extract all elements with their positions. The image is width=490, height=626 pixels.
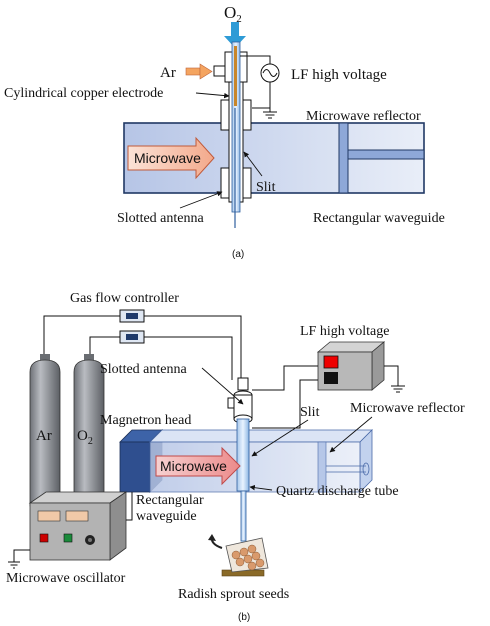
microwave-arrow-a bbox=[127, 136, 215, 180]
ar-inlet-arrow bbox=[185, 63, 213, 80]
quartz-tube-label: Quartz discharge tube bbox=[276, 484, 399, 499]
lf-high-voltage-source-a bbox=[240, 55, 280, 119]
gas-lines bbox=[43, 315, 242, 380]
antenna-label-a: Slotted antenna bbox=[117, 211, 204, 226]
microwave-reflector-a bbox=[338, 122, 425, 194]
reflector-label-b: Microwave reflector bbox=[350, 401, 465, 416]
caption-a: (a) bbox=[232, 249, 244, 260]
electrode-assembly-a bbox=[220, 41, 252, 228]
ar-label: Ar bbox=[160, 65, 176, 81]
quartz-discharge-tube bbox=[236, 418, 250, 548]
microwave-arrow-b bbox=[155, 446, 241, 486]
slit-label-a: Slit bbox=[256, 180, 276, 195]
oscillator-label: Microwave oscillator bbox=[6, 571, 126, 586]
waveguide-label-b-1: Rectangular bbox=[136, 493, 204, 508]
slotted-antenna-b bbox=[227, 377, 253, 424]
waveguide-label-b-2: waveguide bbox=[136, 509, 197, 524]
o2-cylinder-label: O2 bbox=[77, 428, 93, 447]
magnetron-label: Magnetron head bbox=[100, 413, 191, 428]
waveguide-label-a: Rectangular waveguide bbox=[313, 211, 445, 226]
oscillator-wiring bbox=[8, 492, 133, 569]
gas-flow-controller-label: Gas flow controller bbox=[70, 291, 179, 306]
lf-high-voltage-label-a: LF high voltage bbox=[291, 67, 387, 83]
lf-high-voltage-box bbox=[316, 341, 386, 391]
gas-flow-controllers bbox=[119, 309, 145, 344]
microwave-label-b: Microwave bbox=[160, 458, 227, 474]
slotted-antenna-label-b: Slotted antenna bbox=[100, 362, 187, 377]
ar-cylinder-label: Ar bbox=[36, 428, 52, 444]
ar-cylinder bbox=[29, 354, 61, 507]
lf-high-voltage-label-b: LF high voltage bbox=[300, 324, 389, 339]
reflector-label-a: Microwave reflector bbox=[306, 109, 421, 124]
electrode-label: Cylindrical copper electrode bbox=[4, 86, 163, 101]
microwave-label-a: Microwave bbox=[134, 150, 201, 166]
panel-b: Gas flow controller Ar O2 LF high voltag… bbox=[6, 291, 465, 623]
o2-cylinder bbox=[73, 354, 105, 507]
radish-seed-dish bbox=[208, 534, 269, 577]
hv-wiring-b bbox=[252, 365, 405, 429]
caption-b: (b) bbox=[238, 612, 250, 623]
slit-label-b: Slit bbox=[300, 405, 320, 420]
o2-label: O2 bbox=[224, 3, 242, 25]
seeds-label: Radish sprout seeds bbox=[178, 587, 289, 602]
microwave-oscillator bbox=[28, 491, 128, 561]
panel-a: O2 Ar bbox=[4, 3, 445, 260]
